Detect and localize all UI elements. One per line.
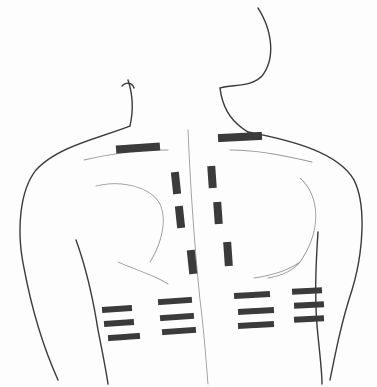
tape-spine-right-3 — [223, 242, 233, 266]
tape-lower-left-inner-3 — [162, 327, 196, 335]
anatomy-contours — [84, 130, 316, 384]
right-arm-line — [316, 232, 322, 384]
tape-lower-left-inner-1 — [158, 297, 192, 305]
left-scapula-contour — [96, 184, 163, 262]
tape-lower-right-inner-2 — [238, 307, 274, 315]
left-shoulder-outline — [20, 126, 130, 380]
right-scapula-contour — [268, 178, 316, 278]
tape-spine-right-2 — [213, 202, 223, 225]
tape-spine-left-2 — [175, 206, 185, 229]
ear-outline — [122, 83, 134, 88]
tape-left-shoulder — [116, 142, 160, 153]
left-lower-contour — [118, 262, 168, 284]
tape-lower-right-inner-3 — [238, 321, 274, 329]
tape-spine-right-1 — [207, 166, 217, 189]
tape-lower-left-outer-2 — [104, 319, 134, 327]
tape-lower-right-outer-3 — [294, 315, 324, 323]
right-shoulder-outline — [248, 132, 362, 380]
tape-right-shoulder — [218, 132, 262, 142]
tape-lower-left-inner-2 — [160, 313, 194, 321]
neck-left-outline — [128, 80, 132, 126]
tape-lower-right-outer-1 — [292, 287, 322, 295]
tape-lower-left-outer-3 — [108, 333, 140, 341]
tape-lower-right-outer-2 — [294, 301, 324, 309]
tape-lower-left-outer-1 — [102, 305, 132, 313]
tape-strips — [102, 132, 324, 341]
collar-right-contour — [230, 150, 312, 162]
head-outline — [220, 8, 271, 88]
tape-lower-right-inner-1 — [234, 291, 270, 299]
tape-spine-left-1 — [171, 172, 181, 195]
neck-right-outline — [220, 88, 248, 132]
